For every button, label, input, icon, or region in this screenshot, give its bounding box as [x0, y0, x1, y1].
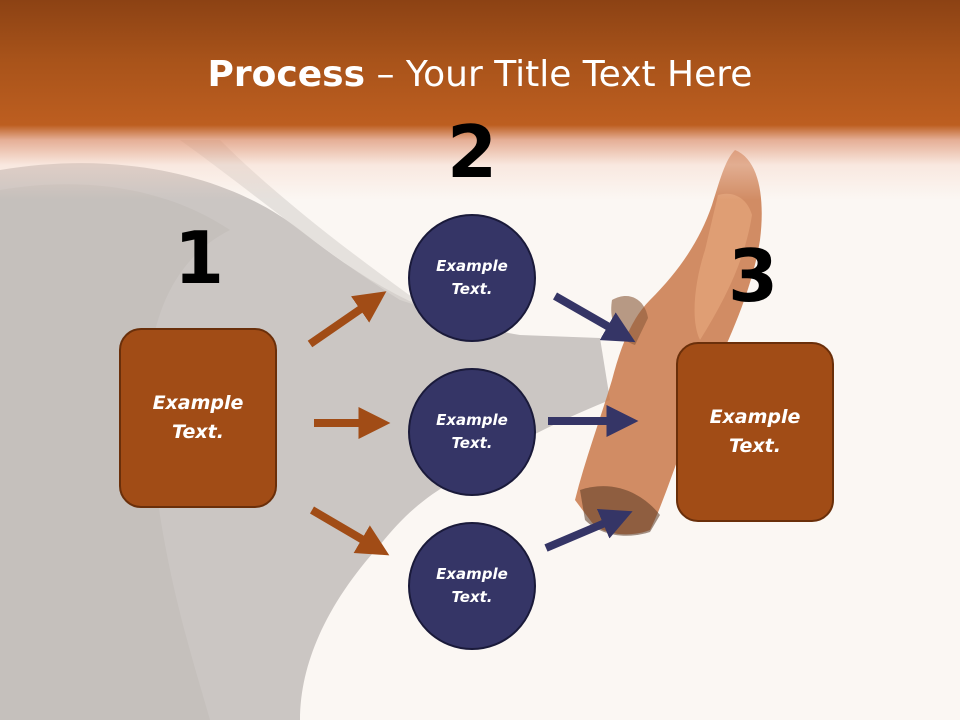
arrow-1-to-top — [307, 291, 387, 348]
arrow-1-to-bottom — [309, 506, 390, 556]
title-rest: – Your Title Text Here — [365, 54, 753, 95]
slide-title: Process – Your Title Text Here — [0, 52, 960, 98]
step-number-3: 3 — [727, 234, 779, 318]
step-3-text: Example Text. — [709, 406, 801, 457]
step-1-text: Example Text. — [152, 392, 244, 443]
step-2-circle-bottom: Example Text. — [408, 522, 536, 650]
step-number-2: 2 — [446, 110, 498, 194]
step-3-box: Example Text. — [676, 342, 834, 522]
arrow-top-to-3 — [553, 292, 636, 343]
step-2-circle-bottom-text: Example Text. — [436, 565, 508, 606]
step-2-circle-middle-text: Example Text. — [436, 411, 508, 452]
step-2-circle-top-text: Example Text. — [436, 257, 508, 298]
step-2-circle-top: Example Text. — [408, 214, 536, 342]
step-1-box: Example Text. — [119, 328, 277, 508]
step-2-circle-middle: Example Text. — [408, 368, 536, 496]
header-band — [0, 0, 960, 200]
title-bold: Process — [207, 54, 366, 95]
arrow-bottom-to-3 — [544, 509, 633, 552]
step-number-1: 1 — [173, 216, 225, 300]
